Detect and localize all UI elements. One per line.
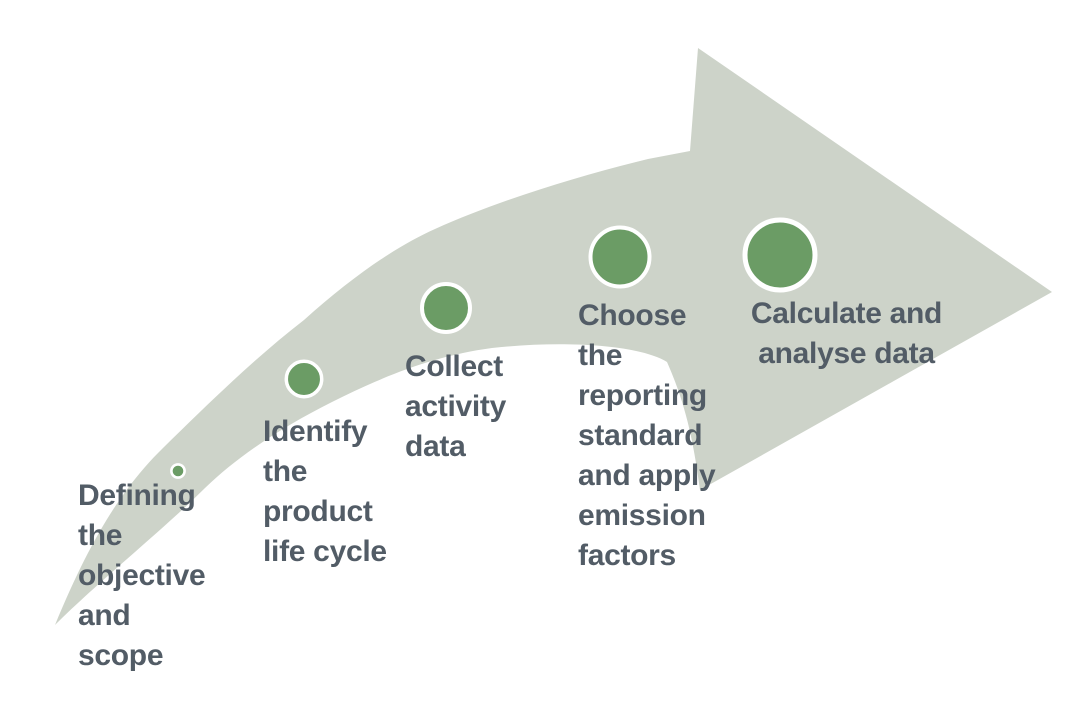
step-label-line: reporting bbox=[578, 379, 707, 412]
step-5-label: Calculate and analyse data bbox=[723, 294, 970, 374]
step-label-line: Calculate and bbox=[750, 297, 943, 330]
step-3-circle bbox=[420, 282, 472, 334]
swoosh-arrow-shape bbox=[55, 48, 1052, 625]
step-label-line: factors bbox=[578, 539, 676, 572]
step-label-line: objective bbox=[78, 559, 206, 592]
step-label-line: the bbox=[78, 519, 123, 552]
step-label-line: Defining bbox=[78, 479, 196, 512]
step-label-line: Collect bbox=[405, 350, 503, 383]
step-label-line: Choose bbox=[578, 299, 687, 332]
step-label-line: analyse data bbox=[758, 337, 935, 370]
step-5-circle bbox=[742, 217, 818, 293]
step-1-label: Defining the objective and scope bbox=[78, 476, 206, 676]
step-4-label: Choose the reporting standard and apply emiss… bbox=[578, 296, 716, 576]
step-label-line: data bbox=[405, 430, 466, 463]
step-label-line: Identify bbox=[263, 415, 368, 448]
step-label-line: and apply bbox=[578, 459, 716, 492]
step-3-label: Collect activity data bbox=[405, 347, 506, 467]
step-label-line: emission bbox=[578, 499, 706, 532]
step-1-circle bbox=[170, 463, 186, 479]
step-label-line: standard bbox=[578, 419, 703, 452]
step-label-line: product bbox=[263, 495, 373, 528]
step-label-line: the bbox=[263, 455, 308, 488]
step-label-line: the bbox=[578, 339, 623, 372]
step-label-line: activity bbox=[405, 390, 506, 423]
step-label-line: and bbox=[78, 599, 131, 632]
step-2-circle bbox=[284, 359, 324, 399]
step-4-circle bbox=[588, 225, 652, 289]
step-2-label: Identify the product life cycle bbox=[263, 412, 387, 572]
step-label-line: life cycle bbox=[263, 535, 387, 568]
step-label-line: scope bbox=[78, 639, 164, 672]
